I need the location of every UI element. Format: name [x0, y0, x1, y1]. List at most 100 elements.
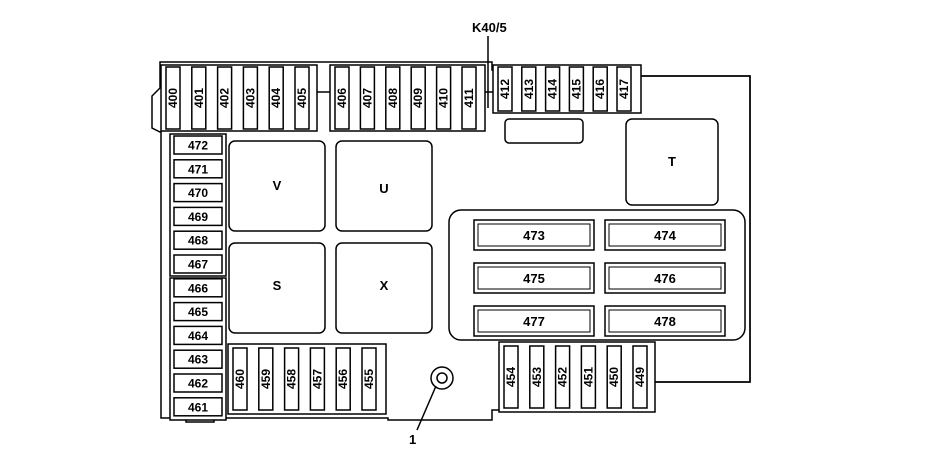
fuse-label-463: 463: [188, 353, 208, 367]
fuse-451: 451: [580, 345, 597, 409]
fuse-401: 401: [191, 66, 207, 130]
fuse-453: 453: [529, 345, 545, 409]
fuse-label-469: 469: [188, 210, 208, 224]
fuse-label-407: 407: [360, 88, 374, 108]
fuse-label-412: 412: [498, 79, 512, 99]
large-fuse-label-476: 476: [654, 271, 676, 286]
fuse-strip-bottom-left: [227, 343, 387, 415]
fuse-label-406: 406: [335, 88, 349, 108]
fuse-449: 449: [632, 345, 648, 409]
large-fuse-473: 473: [473, 219, 595, 251]
relay-u: [335, 140, 433, 232]
fuse-466: 466: [173, 278, 223, 298]
fuse-452: 452: [554, 345, 571, 409]
fuse-label-471: 471: [188, 162, 208, 176]
fuse-472: 472: [173, 135, 223, 155]
fuse-label-455: 455: [362, 369, 376, 389]
fuse-406: 406: [334, 66, 350, 130]
right-connection-line: [641, 75, 751, 383]
fuse-label-461: 461: [188, 400, 208, 414]
fuse-404: 404: [268, 66, 284, 130]
fuse-strip-left-lower: [169, 277, 227, 421]
relay-label-s: S: [273, 278, 282, 293]
relay-t: [625, 118, 719, 206]
fuse-label-472: 472: [188, 139, 208, 153]
fuse-label-415: 415: [569, 79, 583, 99]
large-fuse-label-475: 475: [523, 271, 545, 286]
fuse-470: 470: [173, 182, 223, 203]
fuse-label-410: 410: [437, 88, 451, 108]
fuse-label-459: 459: [259, 369, 273, 389]
fuse-strip-top-middle: [329, 64, 486, 132]
relay-label-x: X: [380, 278, 389, 293]
fuse-469: 469: [173, 206, 223, 227]
fuse-403: 403: [242, 66, 259, 130]
fuse-label-466: 466: [188, 281, 208, 295]
fuse-411: 411: [461, 66, 477, 130]
fuse-415: 415: [568, 66, 585, 112]
fuse-label-454: 454: [504, 367, 518, 387]
fuse-label-453: 453: [530, 367, 544, 387]
fuse-468: 468: [173, 230, 223, 250]
fuse-412: 412: [497, 66, 513, 112]
fuse-416: 416: [592, 66, 608, 112]
fuse-label-404: 404: [269, 88, 283, 108]
relay-label-u: U: [379, 181, 388, 196]
relay-label-v: V: [273, 178, 282, 193]
fuse-label-456: 456: [336, 369, 350, 389]
large-fuse-475: 475: [473, 262, 595, 294]
fuse-407: 407: [359, 66, 376, 130]
fuse-label-413: 413: [522, 79, 536, 99]
fuse-label-414: 414: [546, 79, 560, 99]
fuse-label-460: 460: [233, 369, 247, 389]
fuse-label-416: 416: [593, 79, 607, 99]
fuse-label-411: 411: [462, 88, 476, 108]
fuse-label-450: 450: [607, 367, 621, 387]
fuse-462: 462: [173, 373, 223, 393]
fuse-label-408: 408: [386, 88, 400, 108]
fuse-label-452: 452: [556, 367, 570, 387]
fuse-408: 408: [385, 66, 401, 130]
fuse-label-449: 449: [633, 367, 647, 387]
relay-label-t: T: [668, 154, 676, 169]
large-fuse-474: 474: [604, 219, 726, 251]
fuse-467: 467: [173, 254, 223, 274]
fuse-label-464: 464: [188, 329, 208, 343]
fuse-label-402: 402: [218, 88, 232, 108]
fuse-label-468: 468: [188, 234, 208, 248]
relay-v: [228, 140, 326, 232]
fuse-461: 461: [173, 397, 223, 417]
large-fuse-477: 477: [473, 305, 595, 337]
fuse-402: 402: [216, 66, 233, 130]
fuse-460: 460: [232, 347, 248, 411]
relay-s: [228, 242, 326, 334]
fuse-463: 463: [173, 349, 223, 369]
fuse-label-465: 465: [188, 305, 208, 319]
fuse-457: 457: [309, 347, 326, 411]
large-fuse-478: 478: [604, 305, 726, 337]
fuse-strip-bottom-right: [498, 341, 656, 413]
relay-x: [335, 242, 433, 334]
fuse-label-451: 451: [581, 367, 595, 387]
fuse-405: 405: [294, 66, 310, 130]
callout-leader-line: [416, 385, 437, 431]
fuse-label-405: 405: [295, 88, 309, 108]
slot: [504, 118, 584, 144]
fuse-label-458: 458: [285, 369, 299, 389]
fuse-450: 450: [606, 345, 622, 409]
fuse-459: 459: [258, 347, 274, 411]
fuse-455: 455: [361, 347, 377, 411]
fuse-414: 414: [544, 66, 561, 112]
screw-terminal-inner: [436, 372, 448, 384]
fuse-413: 413: [521, 66, 537, 112]
large-fuse-label-478: 478: [654, 314, 676, 329]
fuse-410: 410: [435, 66, 452, 130]
fuse-strip-top-left: [160, 64, 318, 132]
fuse-label-457: 457: [310, 369, 324, 389]
fuse-454: 454: [503, 345, 519, 409]
fuse-label-470: 470: [188, 186, 208, 200]
fuse-409: 409: [410, 66, 426, 130]
fuse-456: 456: [335, 347, 351, 411]
fuse-label-467: 467: [188, 258, 208, 272]
callout-label: 1: [409, 432, 416, 447]
